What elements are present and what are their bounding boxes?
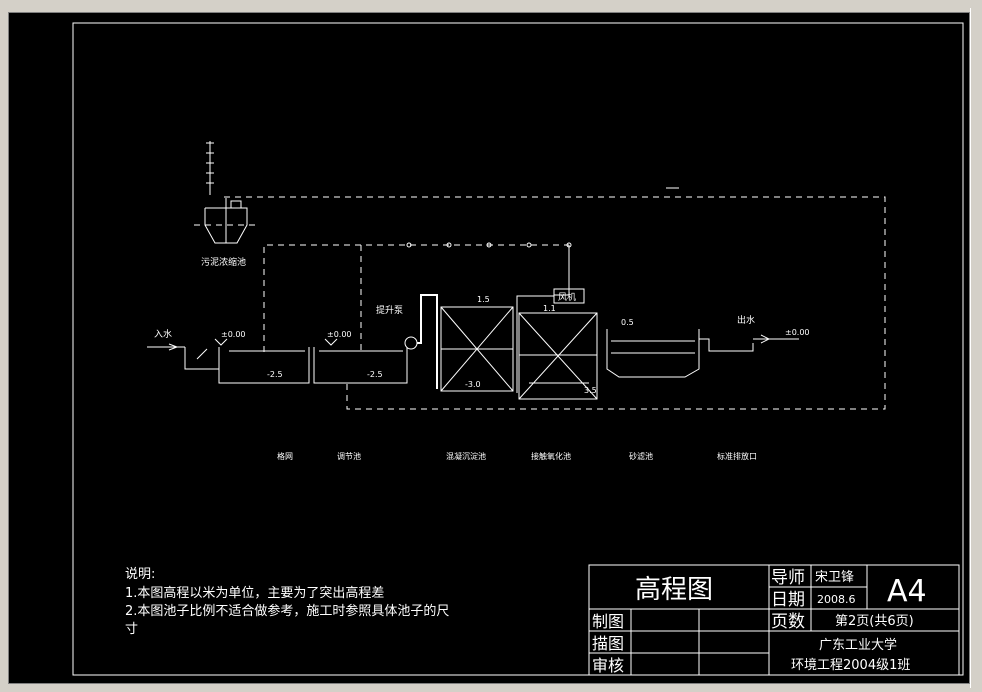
toolbar-strip (0, 0, 982, 8)
sludge-return-line (224, 196, 886, 410)
advisor-label: 导师 (771, 568, 805, 588)
regulating-tank (313, 347, 408, 384)
made-by-label: 制图 (592, 612, 624, 631)
title-block (588, 564, 960, 676)
cad-drawing: 污泥浓缩池 风机 入水 ±0.00 -2.5 ±0.00 -2.5 提升泵 1.… (72, 22, 964, 676)
coag-top-elevation: 1.5 (477, 295, 490, 304)
traced-by-label: 描图 (592, 634, 624, 653)
air-pipe-down (516, 295, 554, 393)
notes-title: 说明: (125, 567, 155, 582)
screen-bottom-elevation: -2.5 (267, 370, 283, 379)
checked-by-label: 审核 (592, 656, 624, 675)
sheet-size: A4 (887, 574, 927, 609)
unit-label-contact: 接触氧化池 (531, 451, 571, 461)
sludge-thickener-label: 污泥浓缩池 (201, 256, 246, 268)
sludge-thickener (194, 141, 257, 244)
school-name: 广东工业大学 (819, 637, 897, 653)
coag-bottom-elevation: -3.0 (465, 380, 481, 389)
contact-bottom-elevation: 3.5 (584, 386, 597, 395)
lift-pump-symbol (404, 336, 418, 350)
blower-label: 风机 (558, 291, 576, 303)
sand-filter (606, 329, 700, 378)
vertical-scrollbar[interactable] (970, 8, 982, 688)
unit-label-sand: 砂滤池 (629, 451, 653, 461)
reg-elevation: ±0.00 (327, 330, 352, 339)
sand-top-elevation: 0.5 (621, 318, 634, 327)
unit-label-screen: 格网 (277, 451, 293, 461)
date-label: 日期 (771, 590, 805, 610)
page-value: 第2页(共6页) (835, 614, 914, 629)
class-name: 环境工程2004级1班 (791, 658, 910, 673)
lift-pump-label: 提升泵 (376, 305, 403, 316)
screen-channel (184, 347, 220, 370)
unit-label-coagulation: 混凝沉淀池 (446, 451, 486, 461)
screen-tank (218, 347, 310, 384)
inlet-label: 入水 (154, 328, 172, 340)
reg-bottom-elevation: -2.5 (367, 370, 383, 379)
notes-line-3: 寸 (125, 622, 138, 637)
contact-oxidation-tank (518, 312, 598, 400)
outlet-channel (699, 338, 754, 352)
notes-line-1: 1.本图高程以米为单位，主要为了突出高程差 (125, 585, 384, 601)
unit-label-regulating: 调节池 (337, 451, 361, 461)
unit-label-outlet: 标准排放口 (717, 451, 757, 461)
advisor-name: 宋卫锋 (815, 570, 854, 585)
drawing-frame (72, 22, 964, 676)
air-pipe (554, 245, 570, 296)
date-value: 2008.6 (817, 593, 856, 606)
contact-top-elevation: 1.1 (543, 304, 556, 313)
outlet-label: 出水 (737, 314, 755, 326)
lift-pump-riser (417, 294, 438, 389)
pages-label: 页数 (771, 612, 805, 632)
drawing-title: 高程图 (635, 575, 713, 605)
notes-line-2: 2.本图池子比例不适合做参考，施工时参照具体池子的尺 (125, 603, 449, 619)
sludge-line-screen (263, 244, 569, 352)
outlet-elevation: ±0.00 (785, 328, 810, 337)
drawing-viewport[interactable]: 污泥浓缩池 风机 入水 ±0.00 -2.5 ±0.00 -2.5 提升泵 1.… (8, 12, 970, 684)
inlet-elevation: ±0.00 (221, 330, 246, 339)
